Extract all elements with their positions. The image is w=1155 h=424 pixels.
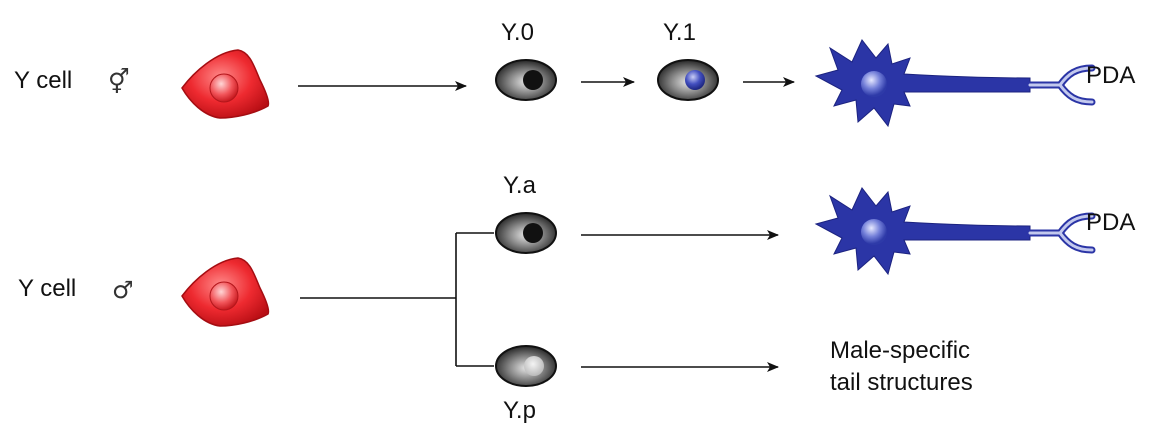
male-y-cell-icon xyxy=(181,257,270,327)
yp-label: Y.p xyxy=(503,397,536,424)
yp-cell-icon xyxy=(495,345,557,387)
male-branch-lines xyxy=(300,232,494,367)
male-y-cell-label: Y cell xyxy=(18,275,76,302)
male-specific-label-line2: tail structures xyxy=(830,369,973,396)
male-pda-label: PDA xyxy=(1086,209,1135,236)
ya-cell-icon xyxy=(495,212,557,254)
herm-y-cell-label: Y cell xyxy=(14,67,72,94)
hermaphrodite-row: Y cell ⚥ Y.0 Y.1 PDA xyxy=(14,19,1135,126)
herm-y-cell-icon xyxy=(181,49,270,119)
male-specific-label-line1: Male-specific xyxy=(830,337,970,364)
hermaphrodite-symbol-icon: ⚥ xyxy=(108,68,130,96)
male-symbol-icon: ♂ xyxy=(112,276,134,304)
male-row: Y cell ♂ Y.a PDA Y.p Male-specific tail … xyxy=(18,172,1135,424)
herm-pda-neuron-icon xyxy=(816,40,1092,126)
y0-cell-icon xyxy=(495,59,557,101)
male-pda-neuron-icon xyxy=(816,188,1092,274)
y1-label: Y.1 xyxy=(663,19,696,46)
ya-label: Y.a xyxy=(503,172,537,199)
herm-pda-label: PDA xyxy=(1086,62,1135,89)
y0-label: Y.0 xyxy=(501,19,534,46)
y1-cell-icon xyxy=(657,59,719,101)
